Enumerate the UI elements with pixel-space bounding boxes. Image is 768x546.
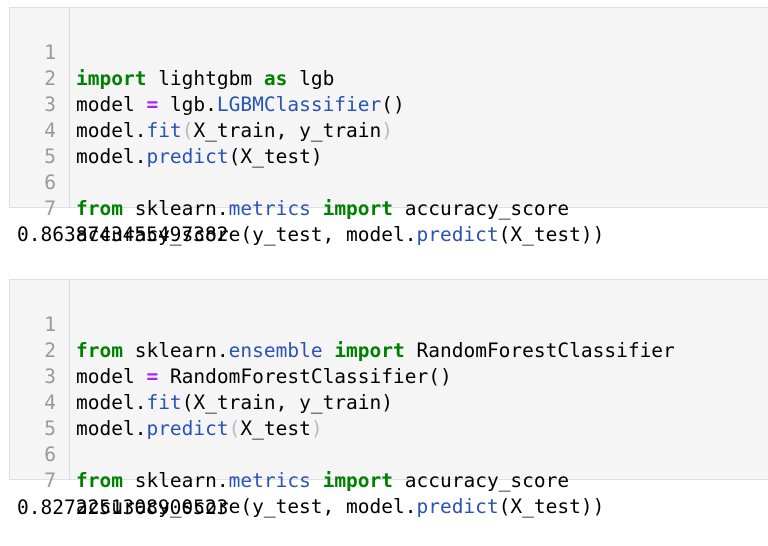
name-token: fit xyxy=(146,119,182,142)
code-token: accuracy_score xyxy=(393,469,570,492)
keyword-token: as xyxy=(263,67,288,90)
code-line: 7 accuracy_score(y_test, model.predict(X… xyxy=(10,170,768,246)
line-number: 5 xyxy=(44,145,56,168)
name-token: LGBMClassifier xyxy=(216,93,382,116)
bracket-token: ( xyxy=(228,417,241,440)
code-text: from sklearn.metrics import accuracy_sco… xyxy=(76,468,569,494)
code-token: (X_test) xyxy=(228,145,323,168)
operator-token: = xyxy=(146,365,159,388)
code-token: model. xyxy=(76,417,147,440)
bracket-token: ) xyxy=(310,417,323,440)
code-text: model.fit(X_train, y_train) xyxy=(76,390,393,416)
code-token: accuracy_score xyxy=(393,197,570,220)
code-token: lgb. xyxy=(158,93,217,116)
line-number: 1 xyxy=(44,41,56,64)
name-token: predict xyxy=(416,223,499,246)
line-number: 3 xyxy=(44,93,56,116)
line-number: 3 xyxy=(44,365,56,388)
keyword-token: import xyxy=(334,339,405,362)
code-token: model. xyxy=(76,391,147,414)
code-token: model. xyxy=(76,119,147,142)
code-line: 6 from sklearn.metrics import accuracy_s… xyxy=(10,144,768,220)
line-number: 6 xyxy=(44,171,56,194)
code-token xyxy=(311,197,323,220)
code-line: 1 import lightgbm as lgb xyxy=(10,14,768,90)
keyword-token: import xyxy=(322,197,394,220)
code-token: accuracy_score(y_test, model. xyxy=(76,223,417,246)
code-text: from sklearn.metrics import accuracy_sco… xyxy=(76,196,569,222)
code-token: model xyxy=(76,365,147,388)
code-token: lightgbm xyxy=(146,67,264,90)
code-line: 4 model.predict(X_test) xyxy=(10,364,768,440)
line-number-gutter xyxy=(69,280,70,479)
code-token: X_test xyxy=(240,417,311,440)
line-number: 1 xyxy=(44,313,56,336)
code-token: lgb xyxy=(287,67,335,90)
code-text: import lightgbm as lgb xyxy=(76,66,334,92)
name-token: metrics xyxy=(228,469,311,492)
code-text: model.predict(X_test) xyxy=(76,416,323,442)
code-token: () xyxy=(381,93,405,116)
line-number: 7 xyxy=(44,469,56,492)
code-text: from sklearn.ensemble import RandomFores… xyxy=(76,338,675,364)
code-token: sklearn. xyxy=(122,339,229,362)
code-line: 4 model.predict(X_test) xyxy=(10,92,768,168)
code-cell-lightgbm[interactable]: 1 import lightgbm as lgb 2 model = lgb.L… xyxy=(9,7,768,246)
keyword-token: from xyxy=(76,197,123,220)
code-line: 2 model = lgb.LGBMClassifier() xyxy=(10,40,768,116)
name-token: predict xyxy=(146,145,229,168)
code-cell-random-forest[interactable]: 1 from sklearn.ensemble import RandomFor… xyxy=(9,279,768,518)
code-line: 2 model = RandomForestClassifier() xyxy=(10,312,768,388)
code-text: model.fit(X_train, y_train) xyxy=(76,118,393,144)
name-token: fit xyxy=(146,391,182,414)
code-token: model xyxy=(76,93,147,116)
name-token: predict xyxy=(146,417,229,440)
line-number: 4 xyxy=(44,119,56,142)
code-token: RandomForestClassifier() xyxy=(158,365,452,388)
name-token: ensemble xyxy=(228,339,323,362)
code-token: sklearn. xyxy=(122,197,229,220)
keyword-token: import xyxy=(76,67,147,90)
code-token: sklearn. xyxy=(122,469,229,492)
code-text: accuracy_score(y_test, model.predict(X_t… xyxy=(76,222,604,248)
code-line: 3 model.fit(X_train, y_train) xyxy=(10,66,768,142)
code-token: (X_test)) xyxy=(498,495,605,518)
name-token: metrics xyxy=(228,197,311,220)
cell-output: 0.8272251308900523 xyxy=(17,496,229,519)
code-text: model.predict(X_test) xyxy=(76,144,323,170)
code-token: accuracy_score(y_test, model. xyxy=(76,495,417,518)
line-number: 5 xyxy=(44,417,56,440)
code-line: 6 from sklearn.metrics import accuracy_s… xyxy=(10,416,768,492)
code-token xyxy=(311,469,323,492)
code-token: (X_train, y_train) xyxy=(181,391,394,414)
cell-output: 0.8638743455497382 xyxy=(17,223,229,246)
code-token: model. xyxy=(76,145,147,168)
code-token: X_train, y_train xyxy=(193,119,382,142)
line-number: 7 xyxy=(44,197,56,220)
line-number: 2 xyxy=(44,67,56,90)
keyword-token: from xyxy=(76,339,123,362)
code-line: 5 xyxy=(10,390,768,440)
keyword-token: from xyxy=(76,469,123,492)
name-token: predict xyxy=(416,495,499,518)
line-number: 2 xyxy=(44,339,56,362)
code-line: 7 accuracy_score(y_test, model.predict(X… xyxy=(10,442,768,518)
code-text: model = RandomForestClassifier() xyxy=(76,364,452,390)
code-line: 5 xyxy=(10,118,768,168)
line-number: 6 xyxy=(44,443,56,466)
bracket-token: ) xyxy=(381,119,394,142)
code-token: (X_test)) xyxy=(498,223,605,246)
line-number-gutter xyxy=(69,8,70,207)
code-text: model = lgb.LGBMClassifier() xyxy=(76,92,405,118)
operator-token: = xyxy=(146,93,159,116)
bracket-token: ( xyxy=(181,119,194,142)
code-text: accuracy_score(y_test, model.predict(X_t… xyxy=(76,494,604,520)
line-number: 4 xyxy=(44,391,56,414)
code-line: 1 from sklearn.ensemble import RandomFor… xyxy=(10,286,768,362)
code-token: RandomForestClassifier xyxy=(404,339,675,362)
keyword-token: import xyxy=(322,469,394,492)
code-line: 3 model.fit(X_train, y_train) xyxy=(10,338,768,414)
